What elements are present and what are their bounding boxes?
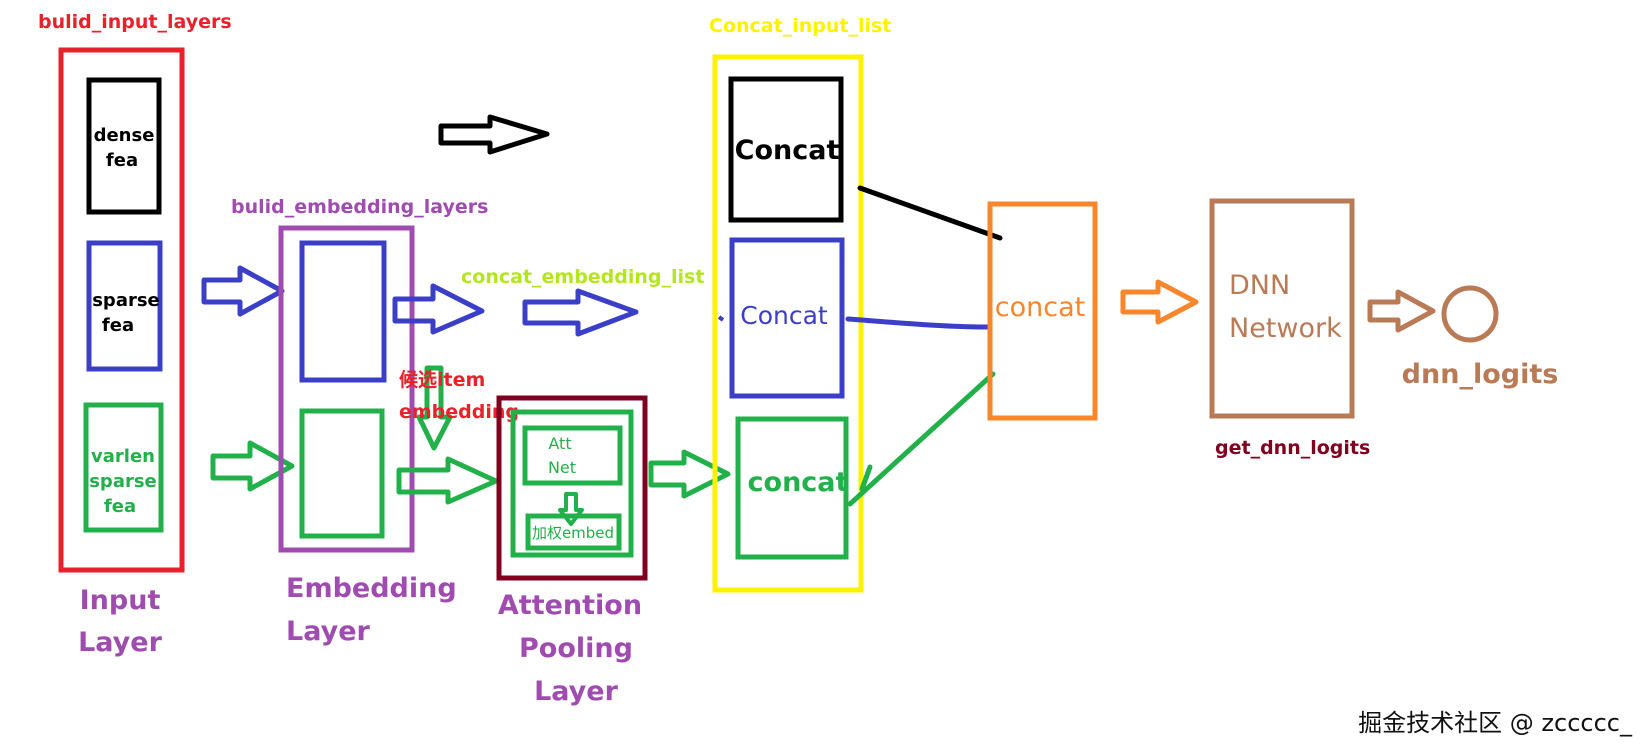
concat-input-list-box (712, 54, 864, 593)
att-down-arrow (558, 492, 584, 526)
dnn-logits-label: dnn_logits (1402, 359, 1559, 390)
merge-concat-box (987, 201, 1098, 421)
dnn-label-2: Network (1229, 313, 1342, 344)
input-layer-caption-1: Input (80, 585, 161, 616)
green-arrow-to-concat (648, 449, 731, 499)
attention-inner-box (510, 409, 634, 558)
varlen-label-2: sparse (89, 471, 157, 492)
weighted-embed-label: 加权embed (532, 524, 614, 542)
varlen-embedding-box (299, 408, 385, 539)
sparse-fea-box (86, 240, 163, 372)
green-arrow-to-embedding (210, 440, 295, 492)
blue-arrow-to-embedding (201, 265, 285, 317)
dnn-label-1: DNN (1229, 270, 1290, 301)
orange-arrow-to-dnn (1120, 279, 1199, 325)
concat-green-box (735, 416, 849, 560)
blue-arrow-to-concat (522, 288, 639, 337)
input-layer-box (58, 47, 185, 573)
merge-concat-label: concat (995, 292, 1085, 323)
varlen-label-3: fea (104, 496, 136, 517)
att-net-label-1: Att (548, 434, 571, 453)
blue-arrow-from-embedding (392, 283, 485, 335)
embedding-layer-caption-2: Layer (286, 616, 371, 647)
dnn-network-box (1209, 198, 1355, 419)
concat-embedding-list-label: concat_embedding_list (461, 266, 704, 288)
candidate-item-label-2: embedding (399, 401, 519, 423)
embedding-layer-box (278, 225, 415, 553)
green-down-arrow (416, 365, 453, 451)
green-connector-line (847, 371, 996, 507)
attention-caption-3: Layer (534, 676, 619, 707)
concat-black-label: Concat (735, 135, 840, 166)
get-dnn-logits-label: get_dnn_logits (1215, 437, 1370, 459)
att-net-label-2: Net (548, 458, 576, 477)
brown-arrow-to-logits (1367, 289, 1436, 333)
input-layer-caption-2: Layer (78, 627, 163, 658)
concat-blue-label: Concat (740, 301, 828, 330)
att-net-box (522, 425, 623, 486)
green-arrow-to-attention (396, 456, 499, 505)
black-arrow (438, 114, 550, 155)
build-embedding-layers-label: bulid_embedding_layers (231, 196, 488, 218)
blue-connector-line (845, 316, 990, 330)
varlen-label-1: varlen (91, 446, 155, 467)
build-input-layers-label: bulid_input_layers (38, 11, 232, 33)
embedding-layer-caption-1: Embedding (286, 573, 457, 604)
concat-green-label: concat (748, 467, 849, 498)
dense-fea-label-2: fea (106, 150, 138, 171)
green-connector-tick (859, 464, 873, 492)
sparse-fea-label-1: sparse (92, 290, 160, 311)
dense-fea-box (86, 77, 162, 215)
candidate-item-label-1: 候选item (399, 368, 485, 391)
sparse-fea-label-2: fea (102, 315, 134, 336)
varlen-sparse-fea-box (83, 402, 164, 533)
black-connector-line (857, 185, 1003, 241)
attention-caption-1: Attention (498, 590, 642, 621)
concat-blue-box (729, 237, 845, 399)
attention-pooling-box (496, 395, 648, 581)
weighted-embed-box (525, 513, 622, 551)
concat-input-list-label: Concat_input_list (709, 15, 891, 37)
watermark: 掘金技术社区 @ zccccc_ (1358, 709, 1632, 737)
blue-arrow-tip (717, 315, 725, 322)
sparse-embedding-box (299, 240, 387, 383)
concat-black-box (728, 76, 844, 223)
attention-caption-2: Pooling (519, 633, 633, 664)
dnn-logits-node (1441, 285, 1499, 343)
dense-fea-label-1: dense (94, 125, 155, 146)
